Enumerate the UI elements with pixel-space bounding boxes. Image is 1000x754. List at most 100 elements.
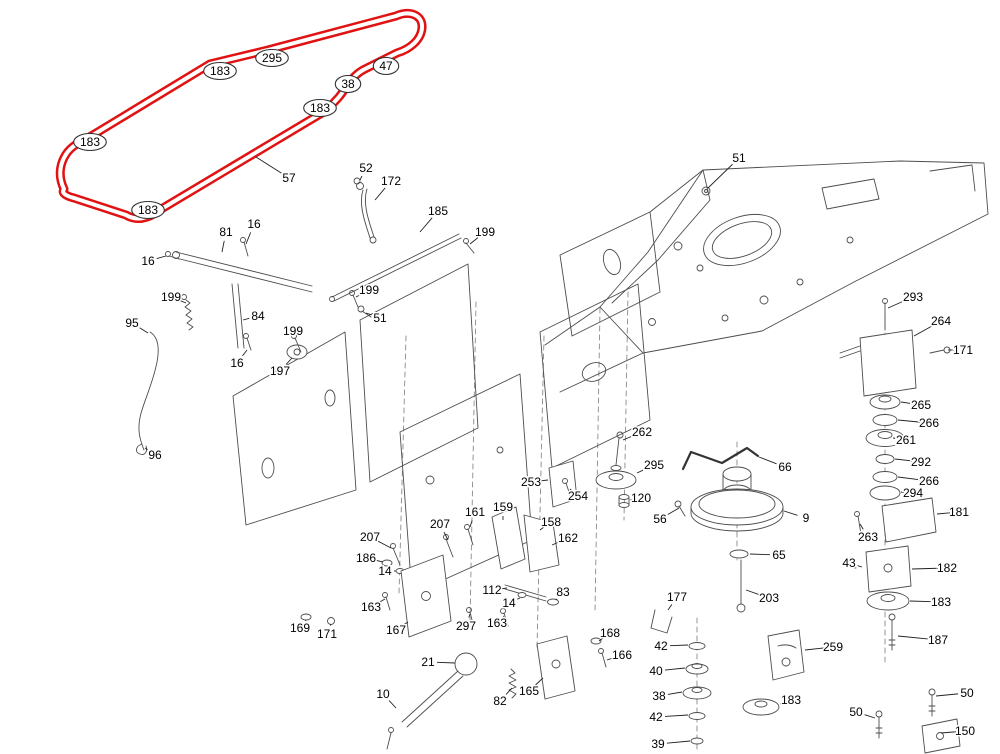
part-number-label: 197 — [270, 364, 290, 378]
drive-belt-highlight — [55, 9, 427, 223]
part-number-label: 43 — [842, 556, 856, 570]
leader-line — [892, 437, 898, 440]
part-number-label: 266 — [919, 416, 939, 430]
part-number-label: 207 — [430, 517, 450, 531]
part-number-label: 163 — [361, 600, 381, 614]
part-number-label: 50 — [960, 686, 974, 700]
leader-line — [555, 598, 558, 601]
part-number-label: 207 — [360, 530, 380, 544]
part-number-label: 183 — [781, 693, 801, 707]
part-number-label: 166 — [612, 648, 632, 662]
leader-line — [569, 488, 572, 491]
leader-line — [551, 541, 560, 546]
part-number-label: 177 — [667, 590, 687, 604]
leader-line — [606, 657, 614, 661]
part-number-label: 95 — [125, 316, 139, 330]
leader-line — [666, 740, 691, 744]
part-number-label: 295 — [644, 458, 664, 472]
part-number-label: 161 — [465, 505, 485, 519]
leader-line — [179, 299, 187, 304]
part-number-label: 10 — [376, 687, 390, 701]
part-number-label: 14 — [502, 596, 516, 610]
part-number-label: 264 — [931, 314, 951, 328]
part-number-label: 82 — [493, 694, 507, 708]
belt-pulley-label: 183 — [73, 132, 107, 152]
leader-line — [745, 589, 761, 596]
part-number-label: 262 — [632, 425, 652, 439]
leader-line — [664, 714, 689, 717]
leader-line — [935, 693, 959, 697]
part-number-label: 199 — [161, 290, 181, 304]
part-number-label: 52 — [359, 161, 373, 175]
mandrel-stack-art — [839, 298, 951, 666]
leader-line — [285, 357, 293, 365]
part-number-label: 293 — [903, 290, 923, 304]
frame-art — [232, 160, 989, 649]
part-number-label: 253 — [521, 475, 541, 489]
leader-line — [669, 644, 689, 647]
leader-line — [139, 327, 149, 334]
pulley-part-number: 183 — [210, 64, 230, 78]
pulley-part-number: 183 — [138, 203, 158, 217]
leader-line — [505, 687, 513, 695]
leader-line — [936, 512, 951, 515]
part-number-label: 261 — [896, 433, 916, 447]
pulley-callout-ellipse — [255, 48, 289, 68]
part-number-label: 120 — [631, 491, 651, 505]
leader-line — [469, 237, 479, 245]
leader-line — [783, 510, 798, 516]
leader-line — [156, 255, 167, 260]
part-number-label: 171 — [317, 627, 337, 641]
leader-line — [913, 324, 934, 337]
pulley-part-number: 38 — [341, 77, 355, 91]
leader-line — [749, 553, 771, 556]
leader-line — [221, 240, 225, 253]
part-number-label: 263 — [858, 530, 878, 544]
leader-line — [940, 731, 957, 734]
leader-line — [443, 531, 449, 541]
leader-line — [535, 677, 544, 686]
leader-line — [667, 691, 683, 695]
leader-line — [909, 600, 933, 603]
leader-line — [897, 419, 921, 423]
leader-line — [374, 559, 384, 563]
leader-line — [864, 714, 876, 719]
lever-assembly-art — [300, 506, 607, 750]
callout-labels: 5752172185199811616199841995119919716959… — [73, 48, 977, 753]
part-number-label: 51 — [732, 151, 746, 165]
part-number-label: 169 — [290, 621, 310, 635]
leader-line — [469, 520, 473, 528]
part-number-label: 40 — [649, 664, 663, 678]
part-number-label: 57 — [282, 171, 296, 185]
part-number-label: 16 — [230, 356, 244, 370]
leader-line — [897, 476, 921, 481]
part-number-label: 159 — [493, 500, 513, 514]
leader-line — [419, 217, 433, 233]
pulley-callout-ellipse — [303, 98, 337, 118]
belt-pulley-label: 183 — [203, 61, 237, 81]
leader-line — [359, 175, 363, 181]
part-number-label: 167 — [386, 623, 406, 637]
part-number-label: 56 — [653, 512, 667, 526]
leader-line — [436, 661, 456, 664]
part-number-label: 165 — [519, 684, 539, 698]
part-number-label: 51 — [373, 311, 387, 325]
belt-pulley-label: 295 — [255, 48, 289, 68]
part-number-label: 297 — [456, 619, 476, 633]
part-number-label: 83 — [556, 585, 570, 599]
part-number-label: 112 — [482, 583, 501, 597]
leader-line — [539, 526, 544, 531]
belt-pulley-label: 38 — [334, 74, 362, 94]
leader-line — [255, 156, 282, 174]
part-number-label: 84 — [251, 309, 265, 323]
part-number-label: 181 — [949, 505, 969, 519]
leader-line — [859, 523, 864, 530]
part-number-label: 266 — [919, 474, 939, 488]
part-number-label: 150 — [955, 724, 975, 738]
part-number-label: 16 — [141, 254, 155, 268]
part-number-label: 186 — [356, 551, 376, 565]
leader-line — [468, 613, 471, 618]
leader-line — [539, 479, 549, 482]
